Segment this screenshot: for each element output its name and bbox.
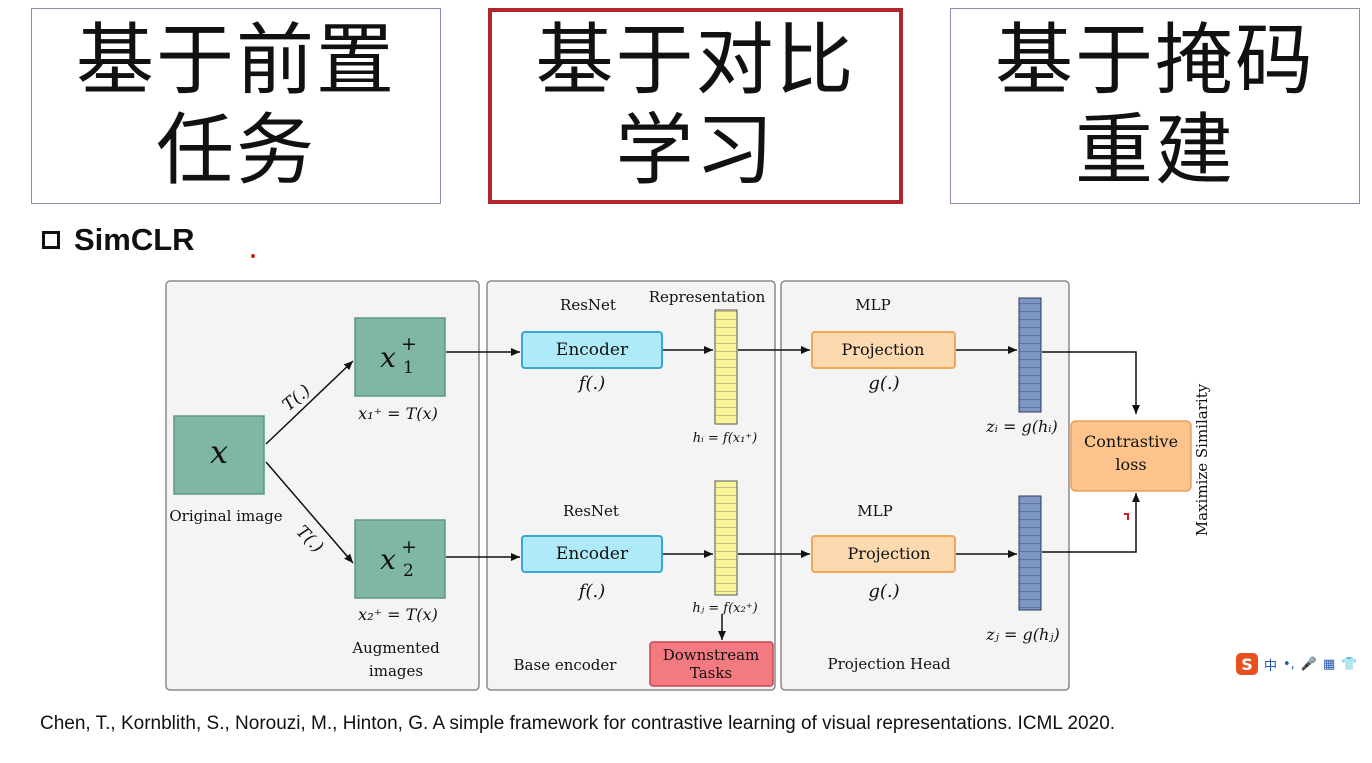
representation-vector-hj [714,480,738,596]
augmented-x2-sup: + [401,536,417,558]
encoder-func-bottom: f(.) [577,581,605,602]
original-x-symbol: x [210,433,228,471]
zi-formula: zᵢ = g(hᵢ) [985,417,1057,436]
original-image-label: Original image [169,507,282,525]
zj-formula: zⱼ = g(hⱼ) [985,625,1060,644]
sogou-logo-icon[interactable]: S [1236,653,1258,675]
encoder-label-top: Encoder [556,340,629,360]
projection-box-bottom [811,535,956,573]
z-vector-zj [1018,495,1042,611]
encoder-func-top: f(.) [577,373,605,394]
augmented-x2-symbol: x [380,543,396,576]
projection-func-top: g(.) [868,373,899,394]
ime-toolbar[interactable]: S 中 •, 🎤 ▦ 👕 [1236,652,1358,676]
augmented-x2-sub: 2 [403,561,414,581]
contrastive-loss-box [1070,420,1192,492]
augment-arrow-bottom [265,461,354,564]
augmented-x1-sub: 1 [403,358,414,378]
ime-skin-icon[interactable]: 👕 [1341,656,1358,672]
base-encoder-panel [486,280,776,691]
original-image-box [173,415,265,495]
ime-punctuation-icon[interactable]: •, [1283,656,1295,672]
representation-label: Representation [649,288,766,306]
citation-text: Chen, T., Kornblith, S., Norouzi, M., Hi… [40,713,1116,734]
category-masked-reconstruction[interactable]: 基于掩码 重建 [950,8,1360,204]
projection-head-panel [780,280,1070,691]
hj-formula: hⱼ = f(x₂⁺) [692,601,757,616]
augment-arrow-top [265,360,354,445]
augmented-x2-box [354,519,446,599]
maximize-similarity-label: Maximize Similarity [1193,383,1211,536]
category-label: 基于掩码 重建 [994,16,1315,196]
red-annotation-mark [1124,513,1129,520]
ime-chinese-mode[interactable]: 中 [1264,658,1278,674]
representation-vector-hi [714,309,738,425]
resnet-label-bottom: ResNet [563,502,619,520]
projection-label-bottom: Projection [848,544,931,563]
pointer-dot [251,254,255,258]
z-vector-zi [1018,297,1042,413]
section-heading: SimCLR [42,222,195,258]
encoder-label-bottom: Encoder [556,544,629,564]
augmented-images-label-2: images [369,662,423,680]
encoder-box-bottom [521,535,663,573]
category-label: 基于对比 学习 [535,16,856,196]
resnet-label-top: ResNet [560,296,616,314]
mlp-label-bottom: MLP [857,502,892,520]
projection-func-bottom: g(.) [868,581,899,602]
downstream-label-2: Tasks [690,664,732,682]
projection-box-top [811,331,956,369]
augmented-x1-formula: x₁⁺ = T(x) [358,404,438,423]
ime-microphone-icon[interactable]: 🎤 [1300,656,1318,672]
arrow-zi-to-loss [1042,351,1140,414]
section-title: SimCLR [74,222,195,257]
augmented-x1-box [354,317,446,397]
augmented-x2-formula: x₂⁺ = T(x) [358,605,438,624]
base-encoder-label: Base encoder [514,656,618,674]
ime-keyboard-icon[interactable]: ▦ [1323,656,1336,672]
arrow-zj-to-loss [1042,493,1140,553]
square-bullet-icon [42,231,60,249]
hi-formula: hᵢ = f(x₁⁺) [693,431,758,446]
encoder-box-top [521,331,663,369]
projection-label-top: Projection [842,340,925,359]
augmented-images-label-1: Augmented [351,639,440,657]
category-label: 基于前置 任务 [75,16,396,196]
downstream-label-1: Downstream [663,646,760,664]
contrastive-label-2: loss [1115,455,1146,474]
contrastive-label-1: Contrastive [1084,432,1178,451]
projection-head-label: Projection Head [827,655,950,673]
mlp-label-top: MLP [855,296,890,314]
category-contrastive-learning[interactable]: 基于对比 学习 [488,8,903,204]
category-pretext-task[interactable]: 基于前置 任务 [31,8,441,204]
augmented-x1-symbol: x [380,341,396,374]
downstream-tasks-box [649,641,774,687]
augmented-x1-sup: + [401,333,417,355]
